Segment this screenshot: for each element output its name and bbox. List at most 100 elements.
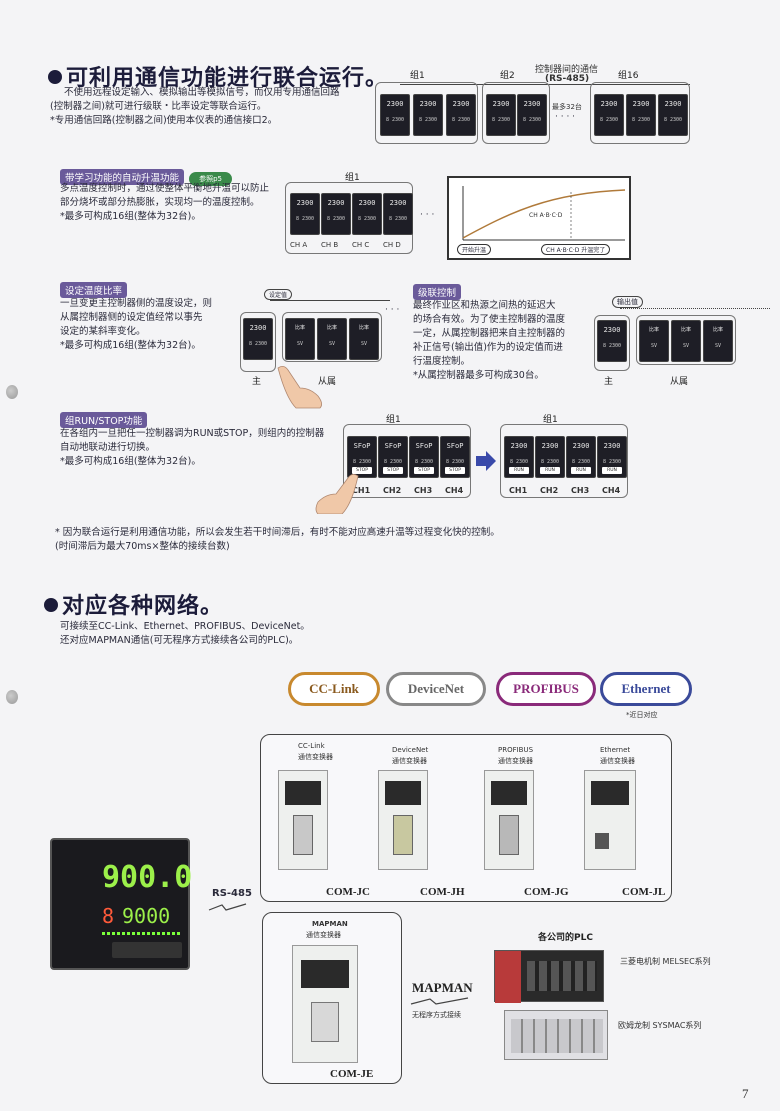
slave-label: 从属	[670, 377, 689, 387]
curve-label: CH A·B·C·D	[529, 212, 563, 219]
heating-done-label: CH A·B·C·D 升温完了	[541, 244, 611, 255]
plc1-label: 三菱电机制 MELSEC系列	[620, 957, 711, 966]
ethernet-coming-soon: *近日对应	[626, 711, 658, 719]
cascade-slave-box	[636, 315, 736, 365]
autotune-tag-row: 带学习功能的自动升温功能 参照p5	[60, 166, 233, 186]
runstop-group-label-right: 组1	[543, 415, 558, 425]
group1-box	[375, 82, 478, 144]
group2-box	[482, 82, 550, 144]
dots-right: · · ·	[385, 305, 400, 315]
slave-label: 从属	[318, 377, 337, 387]
channel-label: CH2	[540, 486, 559, 495]
runstop-group-label-left: 组1	[386, 415, 401, 425]
group1-label: 组1	[410, 71, 425, 81]
bargraph	[102, 932, 182, 935]
mapman-model: COM-JE	[330, 1068, 374, 1080]
channel-label: CH A	[290, 241, 308, 249]
mapman-name: MAPMAN	[312, 920, 348, 928]
autotune-tag: 带学习功能的自动升温功能	[60, 169, 185, 185]
converter-model: COM-JH	[420, 886, 465, 898]
max-units-label: 最多32台	[552, 103, 582, 111]
network-devicenet: DeviceNet	[386, 672, 486, 706]
start-heating-label: 开始升温	[457, 244, 492, 255]
channel-label: CH1	[352, 486, 371, 495]
dots-between: · · · ·	[555, 112, 576, 122]
ratio-master-box	[240, 312, 276, 372]
network-cclink: CC-Link	[288, 672, 380, 706]
mapman-device	[292, 945, 358, 1063]
arrow-right-icon	[476, 451, 496, 471]
converter-model: COM-JL	[622, 886, 666, 898]
mapman-desc: 通信变换器	[306, 931, 341, 939]
group2-label: 组2	[500, 71, 515, 81]
key-panel	[112, 942, 182, 958]
plc2-label: 欧姆龙制 SYSMAC系列	[618, 1021, 702, 1030]
runstop-tag: 组RUN/STOP功能	[60, 412, 148, 428]
plc-title: 各公司的PLC	[538, 933, 593, 943]
master-label: 主	[604, 377, 614, 387]
ref-p5-badge[interactable]: 参照p5	[189, 172, 233, 186]
group16-label: 组16	[618, 71, 639, 81]
converter-device-ethernet	[584, 770, 636, 870]
network-profibus: PROFIBUS	[496, 672, 596, 706]
converter-device-profibus	[484, 770, 534, 870]
lightning-icon	[410, 997, 469, 1005]
cascade-master-box	[594, 315, 630, 371]
dots-right: · · ·	[420, 210, 435, 220]
punch-hole-2	[6, 690, 18, 704]
mapman-protocol-label: MAPMAN	[412, 980, 473, 995]
channel-label: CH2	[383, 486, 402, 495]
main-controller-device: 900.0 8 9000	[50, 838, 192, 970]
rs485-label: RS-485	[212, 888, 252, 899]
sv-bubble: 设定值	[264, 289, 293, 300]
cascade-desc: 最终作业区和热源之间热的延迟大 的场合有效。为了使主控制器的温度 一定，从属控制…	[413, 300, 566, 381]
autotune-group-label: 组1	[345, 173, 360, 183]
plc-omron	[504, 1010, 608, 1060]
channel-label: CH C	[352, 241, 370, 249]
no-program-connect: 无程序方式接续	[412, 1011, 461, 1019]
runstop-run-group	[500, 424, 628, 498]
hand-pointer-icon	[315, 474, 359, 514]
converter-device-cclink	[278, 770, 328, 870]
converter-device-devicenet	[378, 770, 428, 870]
plc-mitsubishi	[494, 950, 604, 1003]
converter-model: COM-JC	[326, 886, 370, 898]
cascade-bus	[620, 308, 770, 309]
channel-label: CH3	[414, 486, 433, 495]
channel-label: CH4	[602, 486, 621, 495]
channel-label: CH B	[321, 241, 339, 249]
output-bubble: 输出值	[612, 296, 643, 308]
section1-desc: 不使用远程设定输入、模拟输出等模拟信号，而仅用专用通信回路 (控制器之间)就可进…	[50, 87, 340, 126]
converter-desc: 通信变换器	[298, 753, 333, 761]
rs485-caption: (RS-485)	[545, 74, 590, 84]
master-label: 主	[252, 377, 262, 387]
converter-name: PROFIBUS	[498, 746, 534, 754]
sv-display: 9000	[122, 904, 171, 928]
section2-title: 对应各种网络。	[44, 588, 223, 620]
converter-model: COM-JG	[524, 886, 569, 898]
comm-caption: 控制器间的通信	[535, 65, 599, 75]
hand-pointer-icon	[277, 366, 322, 409]
runstop-desc: 在各组内一旦把任一控制器调为RUN或STOP，则组内的控制器 自动地联动进行切换…	[60, 428, 325, 467]
converter-name: DeviceNet	[392, 746, 429, 754]
section2-desc: 可接续至CC-Link、Ethernet、PROFIBUS、DeviceNet。…	[60, 621, 310, 646]
channel-label: CH3	[571, 486, 590, 495]
channel-label: CH4	[445, 486, 464, 495]
ratio-desc: 一旦变更主控制器侧的温度设定，则 从属控制器侧的设定值经常以事先 设定的某斜率变…	[60, 298, 213, 351]
